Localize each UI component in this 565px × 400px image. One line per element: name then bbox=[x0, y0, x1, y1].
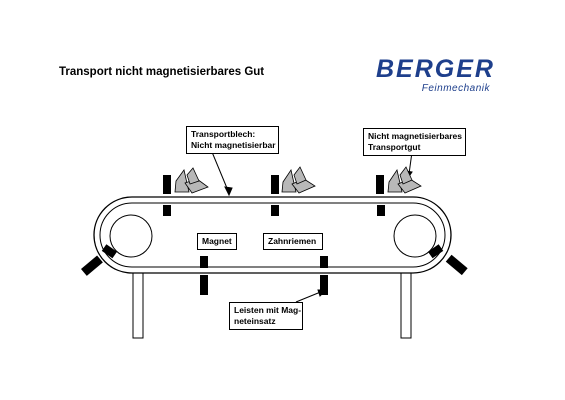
arrow-head-transportblech bbox=[224, 186, 233, 197]
goods-piece bbox=[174, 169, 190, 193]
belt-magnet-1 bbox=[163, 205, 171, 216]
right-angled-bar bbox=[445, 254, 468, 276]
goods-piece bbox=[399, 166, 413, 185]
arrow-transportblech bbox=[211, 151, 230, 194]
bottom-magnet-1 bbox=[200, 256, 208, 268]
top-magnet-2 bbox=[271, 175, 279, 194]
goods-piece bbox=[293, 166, 307, 185]
top-magnet-1 bbox=[163, 175, 171, 194]
right-leg bbox=[400, 271, 412, 339]
lower-bar-1 bbox=[200, 275, 208, 295]
left-pulley bbox=[109, 214, 153, 258]
belt-inner bbox=[99, 202, 446, 268]
left-side-bar bbox=[101, 244, 118, 259]
left-angled-bar bbox=[81, 255, 103, 276]
company-logo: BERGER Feinmechanik bbox=[376, 55, 506, 94]
magnet-strips bbox=[81, 175, 468, 295]
right-side-bar bbox=[427, 244, 444, 259]
label-magnet: Magnet bbox=[197, 233, 237, 250]
belt-magnet-3 bbox=[377, 205, 385, 216]
goods-piece bbox=[186, 167, 200, 185]
label-transportblech: Transportblech: Nicht magnetisierbar bbox=[186, 126, 279, 154]
bottom-magnet-2 bbox=[320, 256, 328, 268]
label-leisten: Leisten mit Mag- neteinsatz bbox=[229, 302, 303, 330]
logo-subtitle: Feinmechanik bbox=[421, 83, 490, 94]
logo-brand: BERGER bbox=[376, 55, 495, 83]
diagram-title: Transport nicht magnetisierbares Gut bbox=[59, 66, 265, 78]
lower-bar-2 bbox=[320, 275, 328, 295]
label-transportgut: Nicht magnetisierbares Transportgut bbox=[363, 128, 466, 156]
belt-magnet-2 bbox=[271, 205, 279, 216]
transported-goods bbox=[174, 166, 422, 194]
label-zahnriemen: Zahnriemen bbox=[263, 233, 323, 250]
right-pulley bbox=[393, 214, 437, 258]
goods-piece bbox=[387, 169, 403, 193]
left-leg bbox=[132, 271, 144, 339]
top-magnet-3 bbox=[376, 175, 384, 194]
goods-piece bbox=[281, 169, 297, 193]
